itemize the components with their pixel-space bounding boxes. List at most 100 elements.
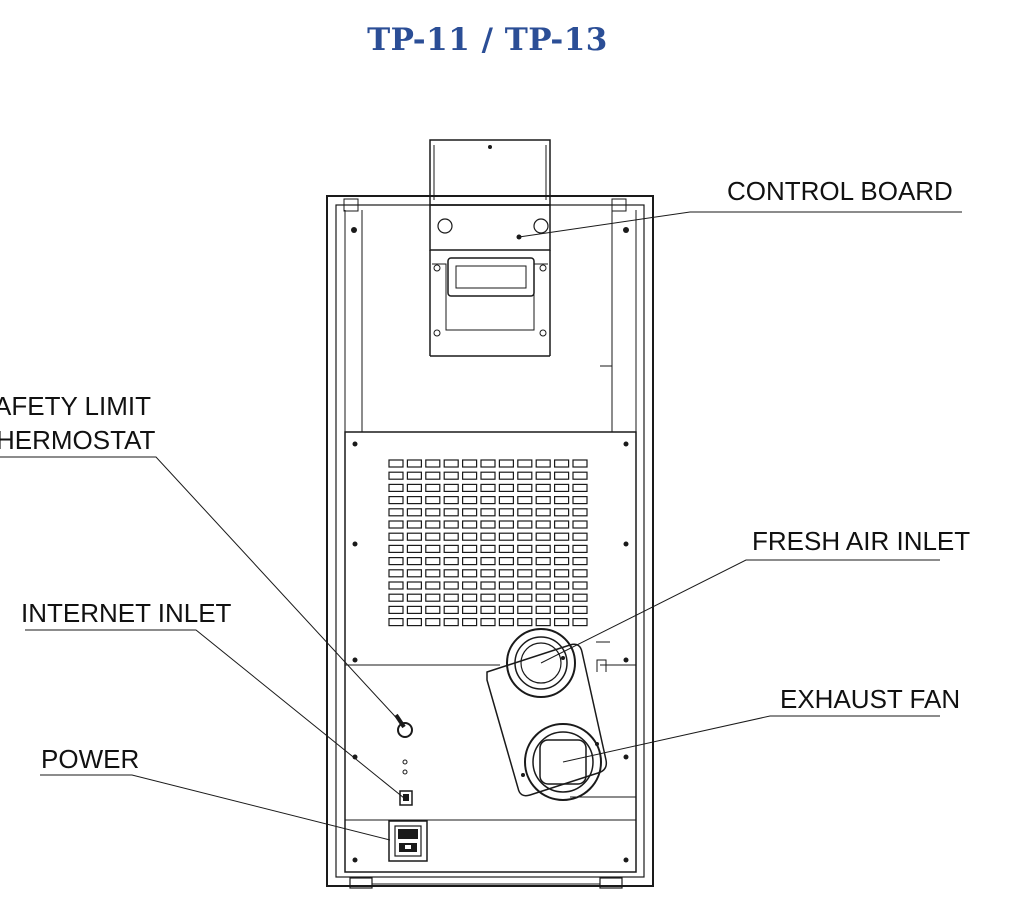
safety-limit-label-line1: AFETY LIMIT xyxy=(0,391,151,421)
vent-slot xyxy=(462,593,478,602)
vent-slot xyxy=(535,532,551,541)
vent-slot xyxy=(480,556,496,566)
vent-slot xyxy=(425,532,441,541)
vent-slot xyxy=(498,520,514,529)
vent-slot xyxy=(535,593,551,602)
vent-slot xyxy=(480,520,496,529)
vent-slot xyxy=(480,617,496,627)
vent-slot xyxy=(425,471,441,480)
vent-slot xyxy=(480,569,496,578)
vent-slot xyxy=(388,483,404,492)
vent-slot xyxy=(462,569,478,578)
vent-slot xyxy=(498,617,514,627)
vent-grid xyxy=(388,459,588,627)
vent-slot xyxy=(406,617,422,627)
vent-slot xyxy=(462,544,478,554)
vent-slot xyxy=(553,556,570,566)
vent-slot xyxy=(498,496,514,505)
vent-slot xyxy=(553,532,570,541)
vent-slot xyxy=(572,569,588,578)
vent-slot xyxy=(517,605,533,615)
vent-slot xyxy=(572,593,588,602)
vent-slot xyxy=(553,617,570,627)
vent-slot xyxy=(572,483,588,492)
vent-slot xyxy=(535,556,551,566)
vent-slot xyxy=(535,520,551,529)
vent-slot xyxy=(462,508,478,517)
vent-slot xyxy=(480,605,496,615)
vent-slot xyxy=(388,581,404,590)
vent-slot xyxy=(498,459,514,468)
vent-slot xyxy=(406,532,422,541)
vent-slot xyxy=(553,593,570,602)
vent-slot xyxy=(480,496,496,505)
vent-slot xyxy=(572,532,588,541)
vent-slot xyxy=(498,581,514,590)
control-board xyxy=(429,139,551,357)
vent-slot xyxy=(425,556,441,566)
vent-slot xyxy=(443,593,459,602)
vent-slot xyxy=(388,593,404,602)
vent-slot xyxy=(443,508,459,517)
power-label: POWER xyxy=(41,744,139,774)
vent-slot xyxy=(388,544,404,554)
vent-slot xyxy=(462,581,478,590)
vent-slot xyxy=(443,496,459,505)
vent-slot xyxy=(572,605,588,615)
vent-slot xyxy=(425,605,441,615)
vent-slot xyxy=(443,520,459,529)
exhaust-fan-label: EXHAUST FAN xyxy=(780,684,960,714)
vent-slot xyxy=(498,471,514,480)
vent-slot xyxy=(572,508,588,517)
vent-slot xyxy=(462,605,478,615)
vent-slot xyxy=(388,496,404,505)
vent-slot xyxy=(462,459,478,468)
vent-slot xyxy=(443,569,459,578)
vent-slot xyxy=(443,483,459,492)
vent-slot xyxy=(498,483,514,492)
vent-slot xyxy=(406,569,422,578)
vent-slot xyxy=(498,569,514,578)
vent-slot xyxy=(572,471,588,480)
vent-slot xyxy=(517,459,533,468)
vent-slot xyxy=(425,569,441,578)
rear-panel xyxy=(344,431,637,873)
page-title: TP-11 / TP-13 xyxy=(367,22,608,58)
vent-slot xyxy=(535,483,551,492)
vent-slot xyxy=(425,520,441,529)
vent-slot xyxy=(572,556,588,566)
vent-slot xyxy=(406,483,422,492)
vent-slot xyxy=(406,593,422,602)
vent-slot xyxy=(498,593,514,602)
vent-slot xyxy=(572,520,588,529)
vent-slot xyxy=(535,569,551,578)
vent-slot xyxy=(480,508,496,517)
vent-slot xyxy=(388,508,404,517)
vent-slot xyxy=(462,532,478,541)
vent-slot xyxy=(498,556,514,566)
cabinet-outline xyxy=(326,195,654,889)
vent-slot xyxy=(388,569,404,578)
vent-slot xyxy=(572,496,588,505)
vent-slot xyxy=(517,508,533,517)
vent-slot xyxy=(517,556,533,566)
vent-slot xyxy=(535,617,551,627)
vent-slot xyxy=(462,483,478,492)
vent-slot xyxy=(553,483,570,492)
vent-slot xyxy=(443,581,459,590)
vent-slot xyxy=(406,508,422,517)
vent-slot xyxy=(553,520,570,529)
vent-slot xyxy=(517,483,533,492)
vent-slot xyxy=(517,520,533,529)
vent-slot xyxy=(388,556,404,566)
vent-slot xyxy=(480,459,496,468)
vent-slot xyxy=(443,605,459,615)
vent-slot xyxy=(553,605,570,615)
vent-slot xyxy=(553,581,570,590)
vent-slot xyxy=(406,556,422,566)
vent-slot xyxy=(480,581,496,590)
vent-slot xyxy=(535,581,551,590)
vent-slot xyxy=(535,605,551,615)
air-plate xyxy=(486,643,608,797)
safety-limit-label-line2: HERMOSTAT xyxy=(0,425,155,455)
